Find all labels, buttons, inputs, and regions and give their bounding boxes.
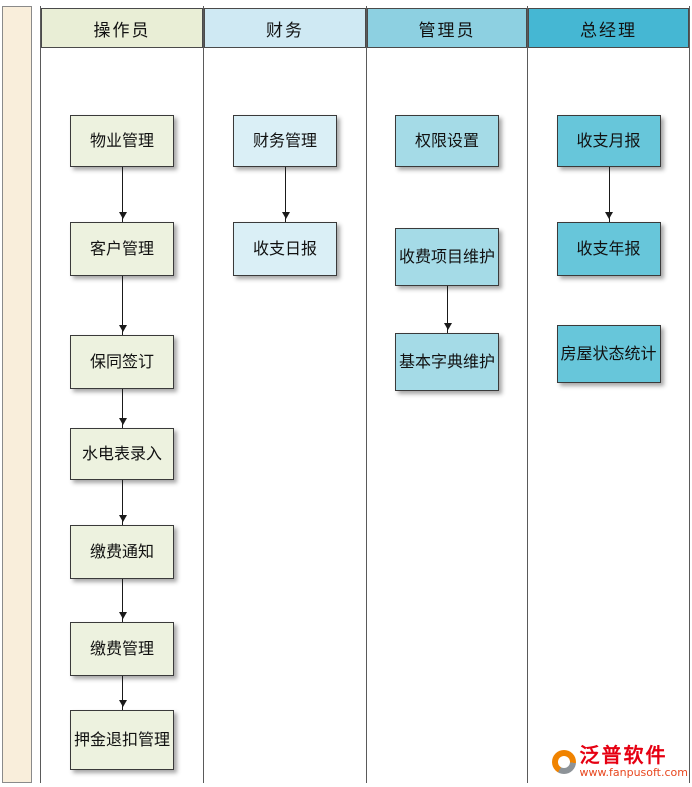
lane-header-finance: 财务 [204, 8, 366, 48]
fanpu-watermark: 泛普软件 www.fanpusoft.com [551, 744, 688, 779]
flow-arrow-down [118, 480, 127, 525]
flow-box-property-management: 物业管理 [70, 115, 174, 167]
fanpu-logo-icon [551, 749, 576, 774]
lane-operator: 操作员 物业管理 客户管理 保同签订 水电表录入 缴费通知 缴费管理 押金退扣管… [40, 6, 203, 783]
watermark-text: 泛普软件 www.fanpusoft.com [580, 744, 688, 779]
lane-header-manager: 总经理 [528, 8, 689, 48]
flow-arrow-down [281, 167, 290, 222]
flow-box-daily-report: 收支日报 [233, 222, 337, 276]
flow-box-contract-signing: 保同签订 [70, 335, 174, 389]
flow-arrow-down [118, 389, 127, 428]
flow-box-permission-settings: 权限设置 [395, 115, 499, 167]
flow-arrow-down [118, 579, 127, 622]
flow-box-monthly-report: 收支月报 [556, 115, 661, 167]
flow-box-deposit-refund: 押金退扣管理 [70, 710, 174, 770]
flow-box-annual-report: 收支年报 [556, 222, 661, 276]
flow-arrow-down [605, 167, 613, 222]
flow-box-finance-management: 财务管理 [233, 115, 337, 167]
flow-arrow-down [118, 167, 127, 222]
phase-strip [2, 6, 32, 783]
lane-header-admin: 管理员 [367, 8, 527, 48]
flow-arrow-down [118, 276, 127, 335]
flow-box-payment-notice: 缴费通知 [70, 525, 174, 579]
flow-arrow-down [443, 286, 452, 333]
flow-box-fee-item-maintenance: 收费项目维护 [395, 228, 499, 286]
flow-box-dictionary-maintenance: 基本字典维护 [395, 333, 499, 391]
lane-finance: 财务 财务管理 收支日报 [203, 6, 366, 783]
lane-manager: 总经理 收支月报 收支年报 房屋状态统计 [527, 6, 690, 783]
flow-box-house-status-statistics: 房屋状态统计 [556, 325, 661, 383]
flow-box-meter-entry: 水电表录入 [70, 428, 174, 480]
flow-arrow-down [118, 676, 127, 710]
watermark-brand: 泛普软件 [579, 743, 668, 767]
lane-header-operator: 操作员 [41, 8, 203, 48]
flow-box-customer-management: 客户管理 [70, 222, 174, 276]
lane-admin: 管理员 权限设置 收费项目维护 基本字典维护 [366, 6, 527, 783]
watermark-url: www.fanpusoft.com [579, 766, 688, 779]
flow-box-payment-management: 缴费管理 [70, 622, 174, 676]
